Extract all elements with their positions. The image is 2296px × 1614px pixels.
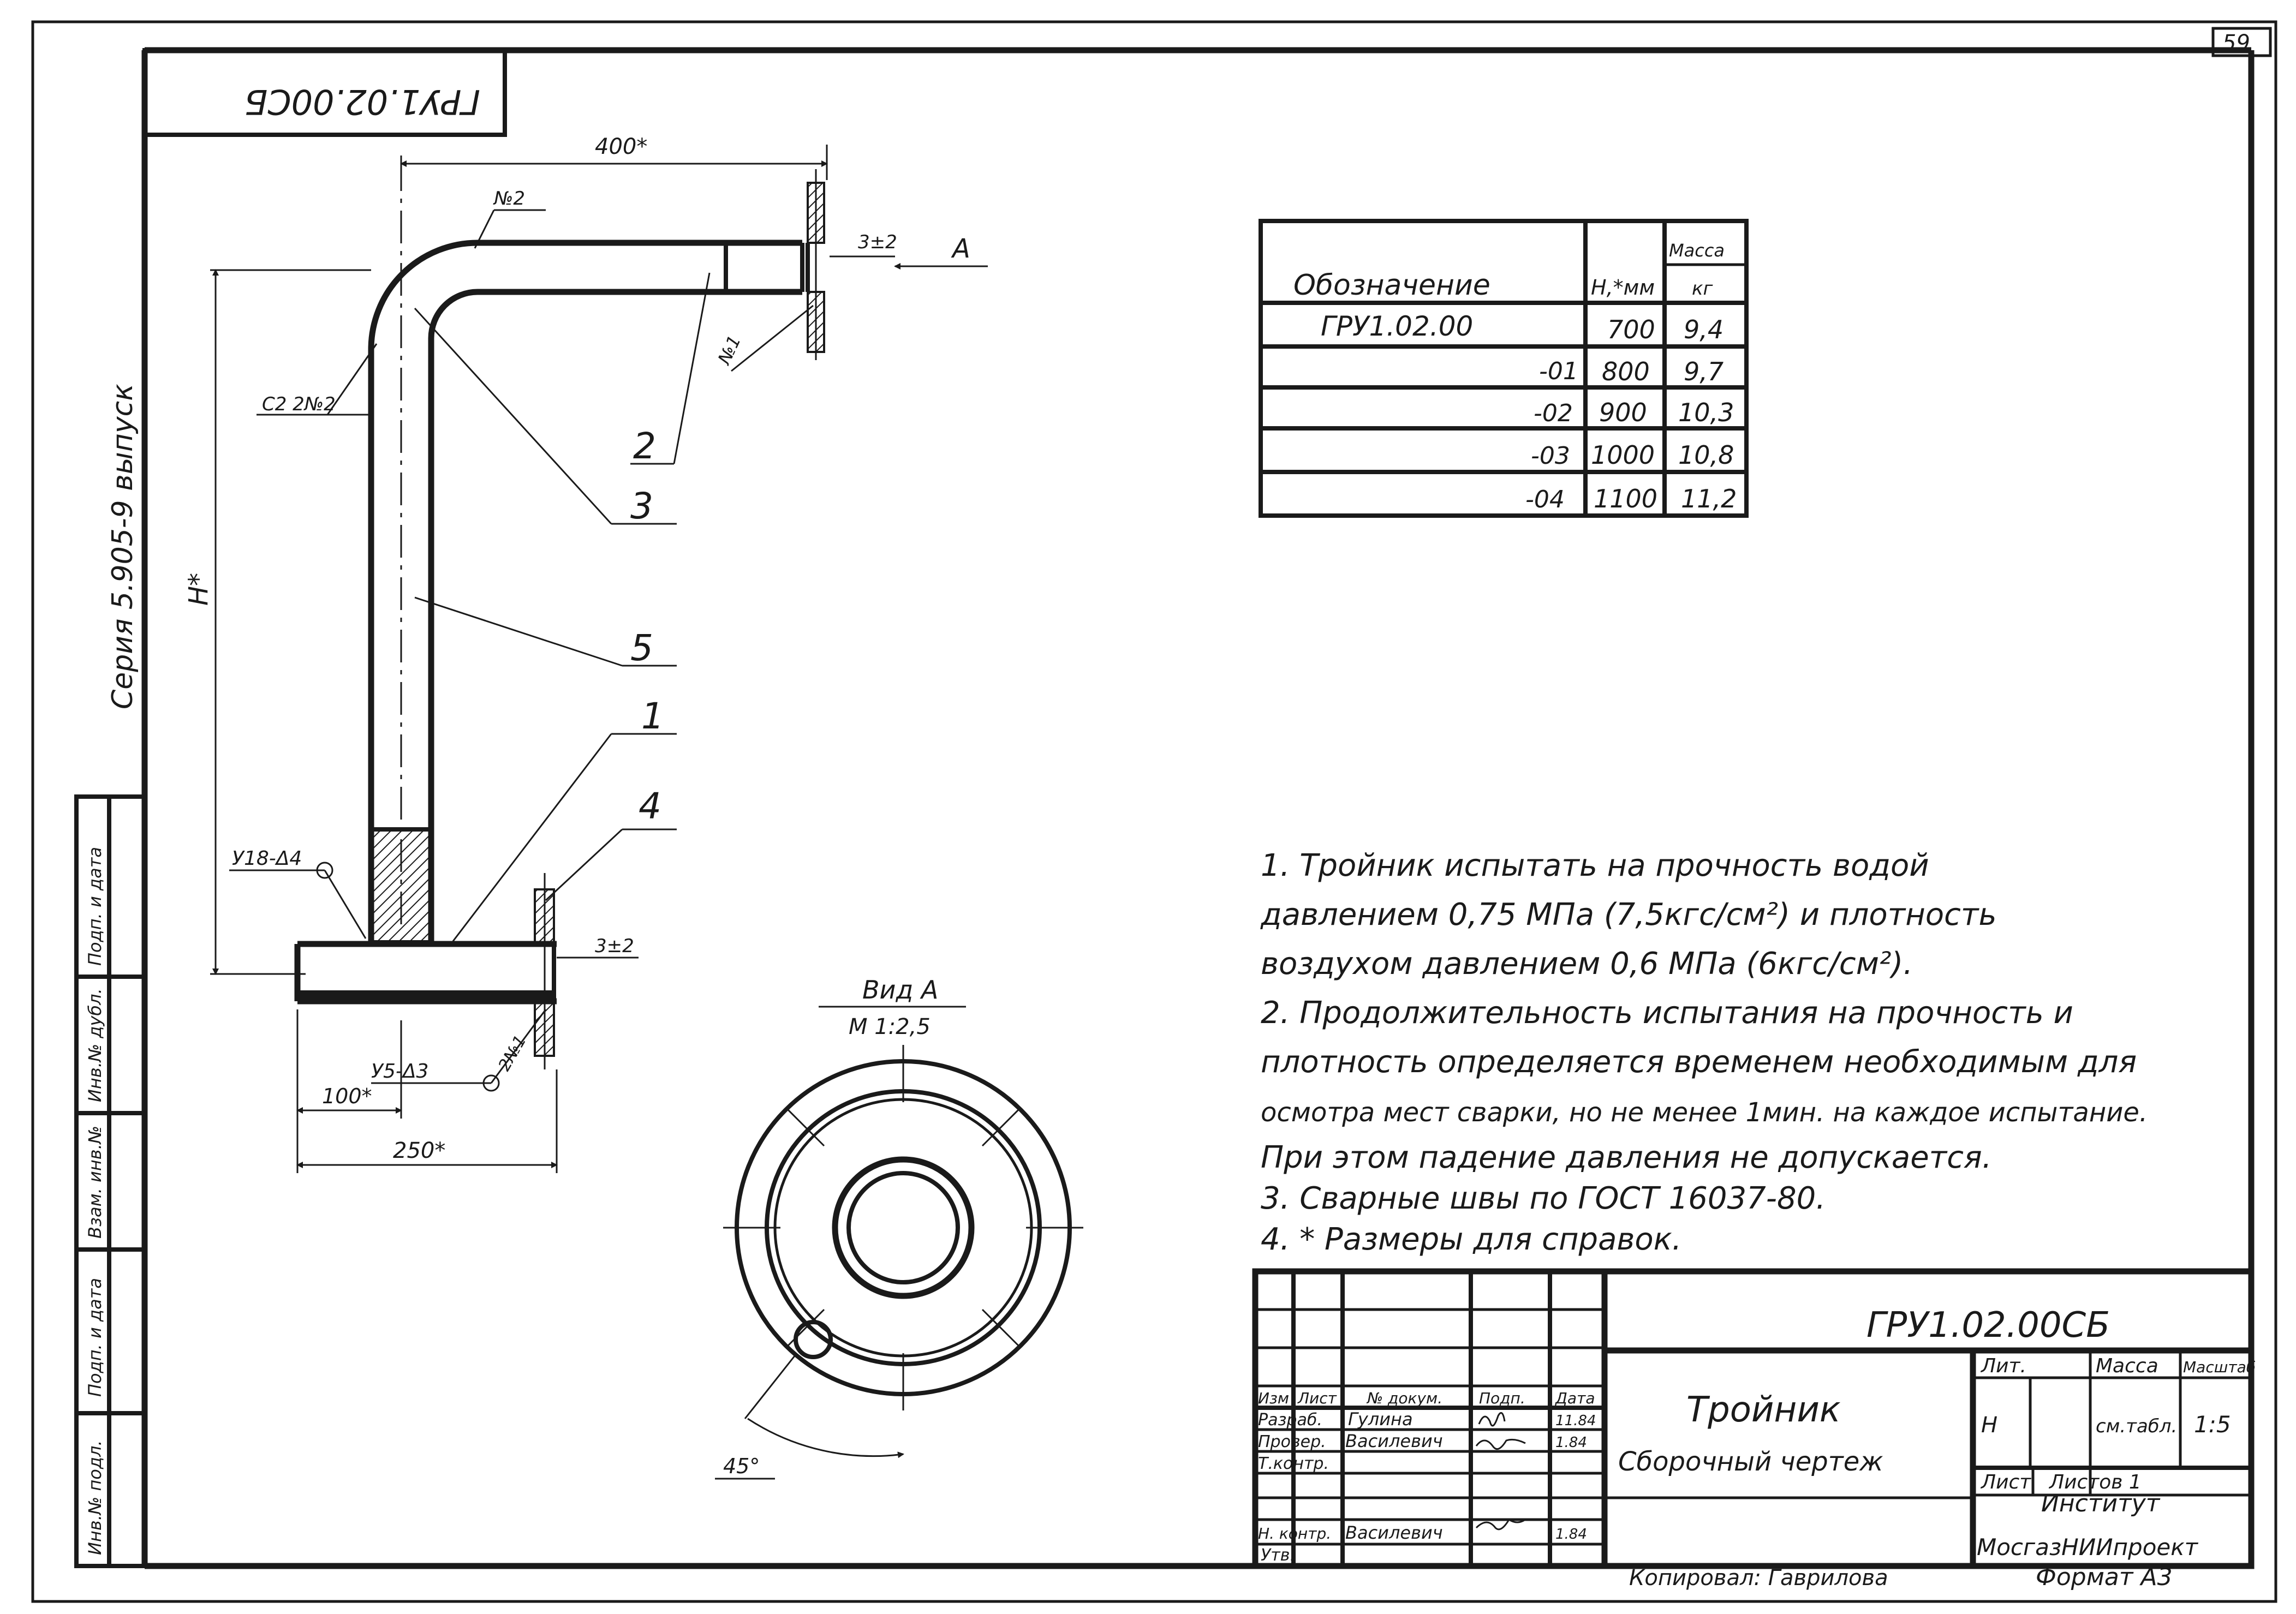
role-0: Разраб. xyxy=(1258,1410,1322,1430)
note-line-3: воздухом давлением 0,6 МПа (6кгс/см²). xyxy=(1261,946,1913,982)
mass-header: Масса xyxy=(2096,1355,2158,1377)
dim-gap-bottom: 3±2 xyxy=(595,935,634,957)
col-list: Лист xyxy=(1297,1389,1337,1407)
date-0: 11.84 xyxy=(1555,1413,1596,1429)
spec-row-0-designation: ГРУ1.02.00 xyxy=(1321,310,1473,342)
callout-2: 2 xyxy=(633,425,656,467)
spec-row-3-h: 1000 xyxy=(1591,440,1655,470)
dimensions xyxy=(210,145,988,1173)
view-a-title: Вид А xyxy=(862,975,938,1005)
title-doc-code: ГРУ1.02.00СБ xyxy=(1866,1305,2110,1346)
role-2: Т.контр. xyxy=(1258,1454,1329,1473)
spec-table xyxy=(1259,219,1749,518)
stamp-label-sign2: Подп. и дата xyxy=(85,847,105,966)
callout-3: 3 xyxy=(630,485,653,527)
spec-header-mass-unit: кг xyxy=(1692,278,1714,300)
note-line-6: осмотра мест сварки, но не менее 1мин. н… xyxy=(1261,1097,2148,1128)
note-line-8: 3. Сварные швы по ГОСТ 16037-80. xyxy=(1261,1181,1826,1216)
spec-row-4-mass: 11,2 xyxy=(1681,484,1737,513)
dim-height: H* xyxy=(183,573,214,606)
col-date: Дата xyxy=(1554,1389,1595,1407)
rotated-code: ГРУ1.02.00СБ xyxy=(244,82,480,122)
stamp-label-inv: Инв.№ подл. xyxy=(85,1440,105,1555)
spec-row-2-designation: -02 xyxy=(1534,399,1573,427)
spec-row-4-h: 1100 xyxy=(1594,484,1657,513)
date-4: 1.84 xyxy=(1555,1526,1587,1543)
spec-row-3-mass: 10,8 xyxy=(1678,440,1734,470)
dim-top-length: 400* xyxy=(595,134,647,159)
note-line-1: 1. Тройник испытать на прочность водой xyxy=(1261,848,1929,883)
spec-row-0-h: 700 xyxy=(1607,315,1655,344)
spec-header-designation: Обозначение xyxy=(1293,269,1490,302)
spec-header-h: H,*мм xyxy=(1591,276,1655,300)
spec-row-1-designation: -01 xyxy=(1539,357,1578,385)
spec-row-0-mass: 9,4 xyxy=(1684,315,1724,344)
tee-drawing xyxy=(294,158,825,1069)
spec-row-1-mass: 9,7 xyxy=(1684,357,1724,386)
col-sign: Подп. xyxy=(1479,1389,1525,1407)
spec-row-4-designation: -04 xyxy=(1525,486,1565,513)
org-line-1: Институт xyxy=(2041,1490,2161,1517)
callout-4: 4 xyxy=(639,785,661,827)
date-1: 1.84 xyxy=(1555,1434,1587,1451)
sheet-label: Лист xyxy=(1980,1471,2031,1493)
lit-header: Лит. xyxy=(1980,1355,2026,1377)
role-5: Утв. xyxy=(1261,1546,1295,1565)
title-subtitle: Сборочный чертеж xyxy=(1618,1446,1883,1477)
note-line-5: плотность определяется временем необходи… xyxy=(1261,1044,2137,1080)
spec-row-2-mass: 10,3 xyxy=(1678,398,1734,427)
sheets-label: Листов 1 xyxy=(2048,1471,2142,1493)
lit-value: Н xyxy=(1981,1413,1997,1438)
callout-1: 1 xyxy=(641,695,664,737)
weld-bend-side: С2 2№2 xyxy=(262,393,336,415)
name-4: Василевич xyxy=(1345,1522,1443,1543)
view-a-scale: М 1:2,5 xyxy=(849,1014,931,1039)
signature-scribbles xyxy=(1475,1412,1526,1531)
view-arrow-label: А xyxy=(951,234,970,264)
scale-header: Масштаб xyxy=(2183,1358,2256,1376)
col-doc: № докум. xyxy=(1366,1389,1442,1407)
title-name: Тройник xyxy=(1686,1390,1841,1430)
note-line-9: 4. * Размеры для справок. xyxy=(1261,1222,1681,1257)
spec-row-3-designation: -03 xyxy=(1531,442,1570,470)
weld-left: У18-Δ4 xyxy=(232,847,302,870)
name-1: Василевич xyxy=(1345,1431,1443,1451)
spec-row-2-h: 900 xyxy=(1599,398,1647,427)
note-line-2: давлением 0,75 МПа (7,5кгс/см²) и плотно… xyxy=(1260,897,1997,932)
role-4: Н. контр. xyxy=(1258,1525,1331,1543)
weld-bottom: У5-Δ3 xyxy=(371,1060,428,1083)
spec-header-mass: Масса xyxy=(1669,240,1725,261)
dim-bottom-left: 100* xyxy=(322,1084,372,1108)
stamp-label-dubl: Инв.№ дубл. xyxy=(85,988,105,1102)
format-label: Формат А3 xyxy=(2036,1563,2173,1591)
note-line-7: При этом падение давления не допускается… xyxy=(1261,1140,1992,1175)
callout-5: 5 xyxy=(630,627,653,669)
view-a xyxy=(715,1006,1083,1480)
title-block xyxy=(1252,1268,2255,1569)
technical-notes: 1. Тройник испытать на прочность водой д… xyxy=(1260,848,2148,1257)
mass-value: см.табл. xyxy=(2096,1415,2177,1437)
spec-row-1-h: 800 xyxy=(1602,357,1650,386)
series-label: Серия 5.905-9 выпуск xyxy=(106,384,139,709)
org-line-2: МосгазНИИпроект xyxy=(1977,1534,2199,1561)
dim-bottom-total: 250* xyxy=(393,1138,445,1163)
col-izm: Изм xyxy=(1258,1389,1289,1407)
side-stamp: Инв.№ подл. Подп. и дата Взам. инв.№ Инв… xyxy=(74,794,147,1568)
role-1: Провер. xyxy=(1258,1432,1326,1451)
name-0: Гулина xyxy=(1348,1409,1413,1430)
copied-by: Копировал: Гаврилова xyxy=(1629,1565,1888,1591)
stamp-label-replace: Взам. инв.№ xyxy=(85,1126,105,1239)
callout-leaders xyxy=(414,272,711,942)
dim-gap-top: 3±2 xyxy=(858,231,897,253)
note-line-4: 2. Продолжительность испытания на прочно… xyxy=(1261,995,2073,1031)
rotated-code-box: ГРУ1.02.00СБ xyxy=(142,48,507,137)
page-number: 59 xyxy=(2222,31,2250,56)
weld-top-bend: №2 xyxy=(493,188,525,210)
scale-value: 1:5 xyxy=(2194,1411,2231,1438)
view-angle: 45° xyxy=(723,1454,760,1478)
stamp-label-sign1: Подп. и дата xyxy=(85,1278,105,1397)
weld-leaders xyxy=(229,209,814,1092)
